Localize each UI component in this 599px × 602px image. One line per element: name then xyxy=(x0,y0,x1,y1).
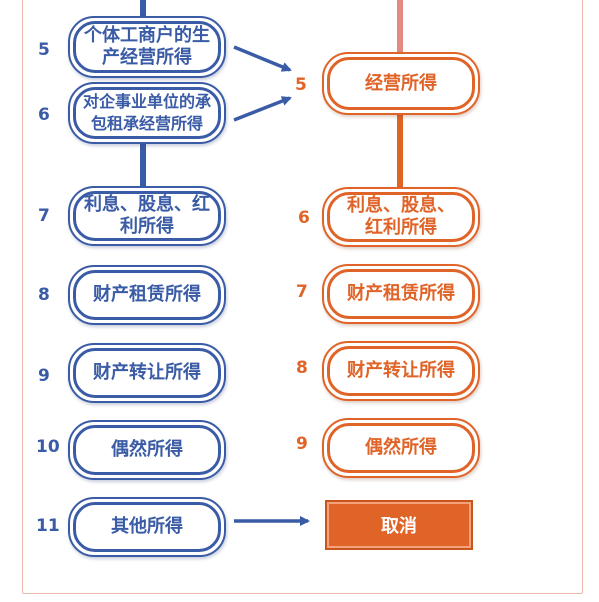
old-category-box-property-transfer: 财产转让所得 xyxy=(68,343,226,403)
left-number-10: 10 xyxy=(36,437,60,457)
old-category-label: 其他所得 xyxy=(111,516,183,537)
right-number-6: 6 xyxy=(298,208,310,228)
old-category-box-incidental-income: 偶然所得 xyxy=(68,420,226,480)
page-frame xyxy=(22,0,583,594)
new-category-label: 经营所得 xyxy=(365,72,437,94)
right-number-9: 9 xyxy=(296,434,308,454)
new-category-box-property-lease: 财产租赁所得 xyxy=(322,264,480,324)
arrow-business-to-merged xyxy=(233,45,292,72)
new-category-label: 利息、股息、红利所得 xyxy=(347,195,455,238)
old-category-label: 偶然所得 xyxy=(111,439,183,460)
left-number-11: 11 xyxy=(36,516,60,536)
cancel-box: 取消 xyxy=(325,500,473,550)
new-category-box-interest-dividend: 利息、股息、红利所得 xyxy=(322,187,480,247)
old-category-label: 利息、股息、红利所得 xyxy=(84,194,210,237)
left-number-5: 5 xyxy=(38,40,50,60)
cancel-label: 取消 xyxy=(381,516,417,537)
right-number-7: 7 xyxy=(296,282,308,302)
left-number-8: 8 xyxy=(38,285,50,305)
left-number-6: 6 xyxy=(38,105,50,125)
old-category-box-business-income: 个体工商户的生产经营所得 xyxy=(68,16,226,78)
old-category-box-interest-dividend: 利息、股息、红利所得 xyxy=(68,186,226,246)
new-category-box-incidental-income: 偶然所得 xyxy=(322,418,480,478)
new-category-box-property-transfer: 财产转让所得 xyxy=(322,341,480,401)
new-category-label: 财产租赁所得 xyxy=(347,283,455,304)
old-category-box-property-lease: 财产租赁所得 xyxy=(68,265,226,325)
old-category-label: 财产转让所得 xyxy=(93,362,201,383)
old-category-box-contract-income: 对企事业单位的承包租承经营所得 xyxy=(68,82,226,144)
left-connector-top xyxy=(140,0,146,16)
right-connector-top xyxy=(397,0,403,52)
right-connector-mid xyxy=(397,115,403,187)
old-category-box-other-income: 其他所得 xyxy=(68,497,226,557)
left-number-7: 7 xyxy=(38,206,50,226)
new-category-label: 偶然所得 xyxy=(365,437,437,458)
old-category-label: 对企事业单位的承包租承经营所得 xyxy=(82,92,211,133)
right-number-5: 5 xyxy=(295,75,307,95)
new-category-box-business-income: 经营所得 xyxy=(322,52,480,115)
new-category-label: 财产转让所得 xyxy=(347,360,455,381)
old-category-label: 财产租赁所得 xyxy=(93,284,201,305)
left-number-9: 9 xyxy=(38,366,50,386)
old-category-label: 个体工商户的生产经营所得 xyxy=(84,25,210,68)
arrow-contract-to-merged xyxy=(233,96,292,122)
left-connector-mid xyxy=(140,144,146,186)
right-number-8: 8 xyxy=(296,358,308,378)
